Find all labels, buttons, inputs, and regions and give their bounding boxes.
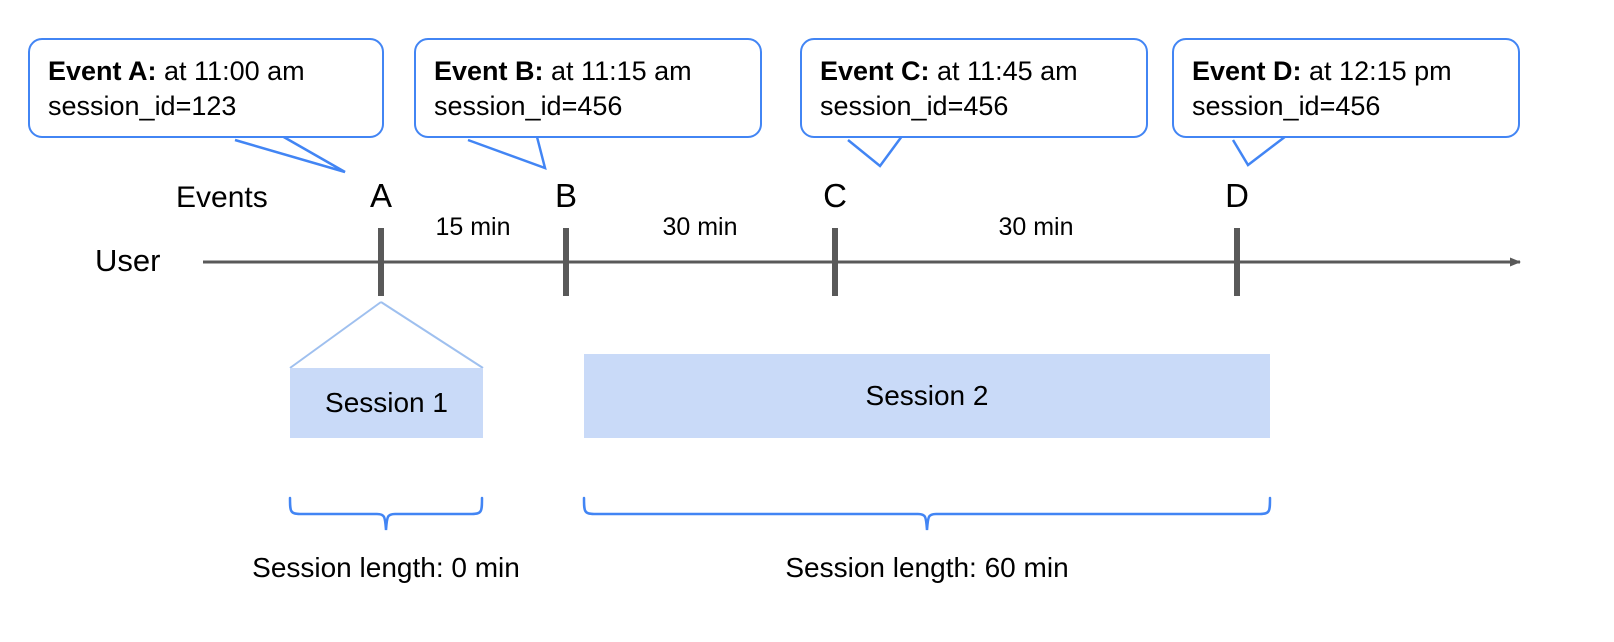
callout-event-a-time: at 11:00 am (156, 56, 305, 86)
marker-letter-b: B (554, 177, 577, 214)
session-length-1: Session length: 0 min (252, 552, 520, 583)
callout-event-c-line1: Event C: at 11:45 am (820, 54, 1128, 89)
session-length-2: Session length: 60 min (785, 552, 1069, 583)
callout-event-b[interactable]: Event B: at 11:15 am session_id=456 (414, 38, 762, 139)
session1-funnel (289, 301, 484, 369)
callout-event-a-line1: Event A: at 11:00 am (48, 54, 364, 89)
leader-line-b (467, 132, 547, 170)
marker-letter-c: C (823, 177, 847, 214)
session2-brace (582, 496, 1272, 531)
gap-label-c-d: 30 min (998, 213, 1074, 241)
callout-event-b-time: at 11:15 am (543, 56, 692, 86)
callout-event-d[interactable]: Event D: at 12:15 pm session_id=456 (1172, 38, 1520, 139)
marker-letter-a: A (369, 177, 392, 214)
callout-event-c-session: session_id=456 (820, 91, 1009, 122)
callout-event-b-name: Event B: (434, 56, 544, 86)
callout-event-a-name: Event A: (48, 56, 157, 86)
gap-label-a-b: 15 min (435, 213, 511, 241)
session1-brace (288, 496, 484, 531)
gap-label-b-c: 30 min (662, 213, 738, 241)
callout-event-d-name: Event D: (1192, 56, 1302, 86)
callout-event-d-time: at 12:15 pm (1301, 56, 1452, 86)
marker-letter-d: D (1225, 177, 1249, 214)
session-bar-2-label: Session 2 (865, 380, 989, 411)
callout-event-a[interactable]: Event A: at 11:00 am session_id=123 (28, 38, 384, 139)
user-row-label: User (95, 243, 161, 278)
callout-event-d-line1: Event D: at 12:15 pm (1192, 54, 1500, 89)
callout-event-c[interactable]: Event C: at 11:45 am session_id=456 (800, 38, 1148, 139)
callout-event-c-time: at 11:45 am (929, 56, 1078, 86)
events-row-label: Events (176, 181, 268, 214)
callout-event-c-name: Event C: (820, 56, 930, 86)
callout-event-b-session: session_id=456 (434, 91, 623, 122)
callout-event-b-line1: Event B: at 11:15 am (434, 54, 742, 89)
session-bar-2[interactable]: Session 2 (584, 354, 1270, 438)
session-bar-1-label: Session 1 (325, 387, 448, 418)
callout-event-a-session: session_id=123 (48, 91, 237, 122)
callout-event-d-session: session_id=456 (1192, 91, 1381, 122)
session-bar-1[interactable]: Session 1 (290, 368, 483, 438)
